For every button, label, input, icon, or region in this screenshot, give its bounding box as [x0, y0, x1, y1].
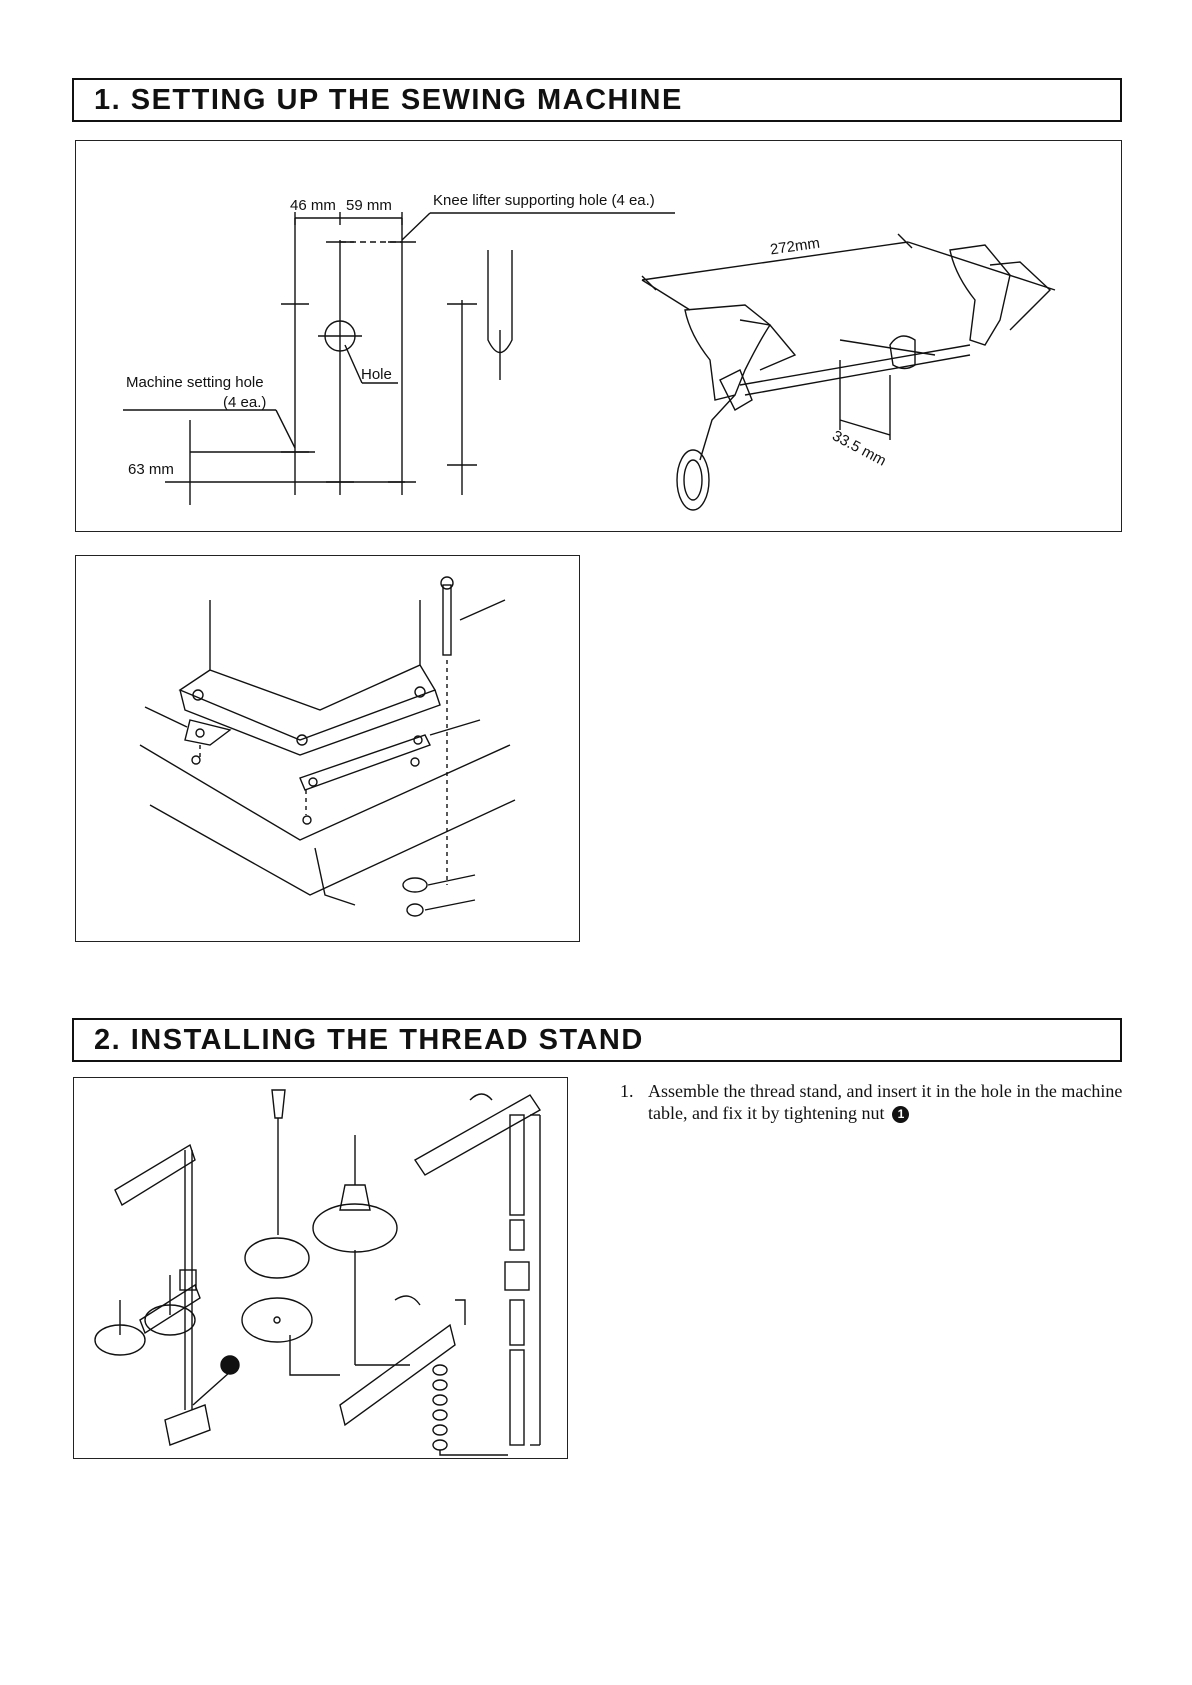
mounting-drawing: [140, 577, 515, 916]
hole-layout-drawing: [123, 212, 675, 505]
thread-stand-drawing: [95, 1090, 540, 1455]
knee-lifter-drawing: [642, 234, 1055, 510]
